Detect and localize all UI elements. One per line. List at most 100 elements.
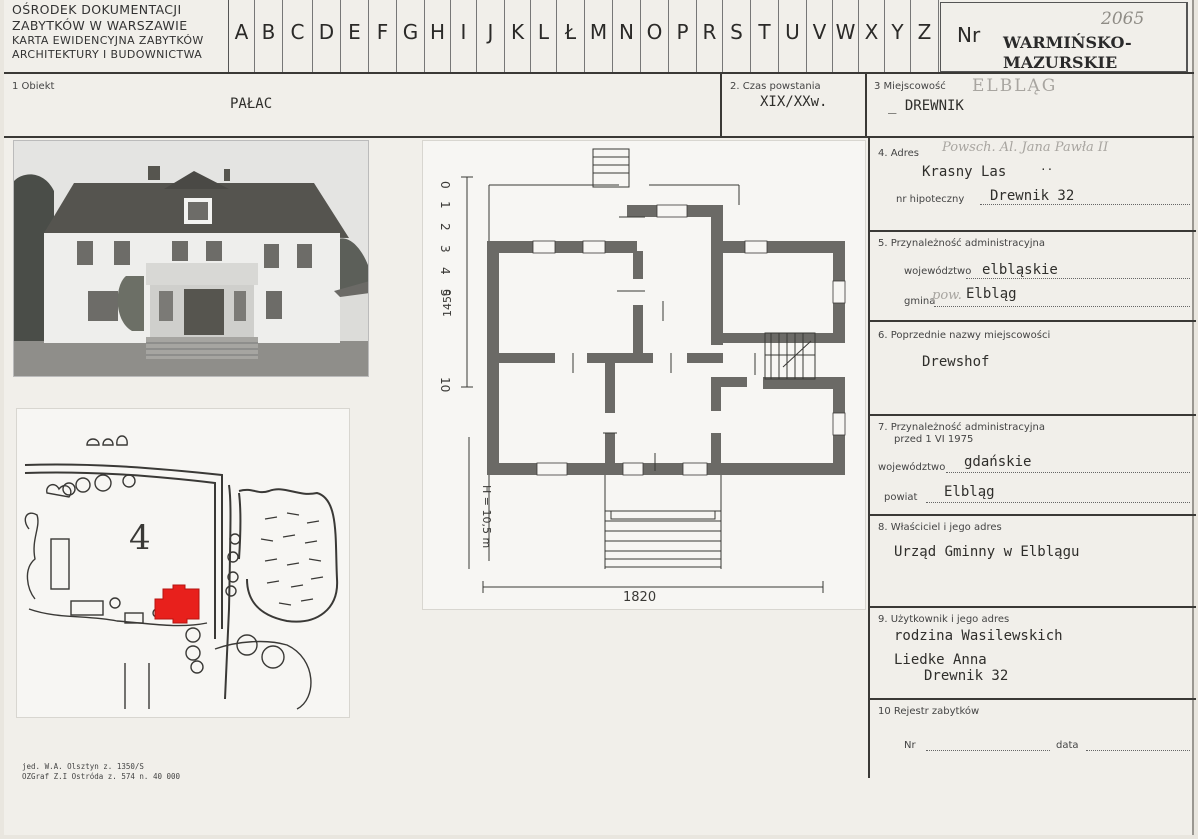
wojewodztwo-1975-label: województwo: [878, 462, 946, 473]
rejestr-label: 10 Rejestr zabytków: [878, 706, 980, 717]
nr-label: Nr: [957, 23, 981, 47]
right-column: 4. Adres Powsch. Al. Jana Pawła II Krasn…: [868, 138, 1196, 778]
letter-index-cell: L: [531, 0, 557, 72]
scale-tick-5: 5: [438, 289, 452, 297]
scale-tick-4: 4: [438, 267, 452, 275]
wlasciciel-value: Urząd Gminny w Elblągu: [894, 544, 1080, 560]
nr-value: 2065: [1101, 9, 1145, 29]
section-adres: 4. Adres Powsch. Al. Jana Pawła II Krasn…: [870, 138, 1196, 232]
poprzednie-label: 6. Poprzednie nazwy miejscowości: [878, 330, 1051, 341]
przynaleznosc-label: 5. Przynależność administracyjna: [878, 238, 1045, 249]
adres-dots: ..: [1040, 160, 1054, 173]
wlasciciel-label: 8. Właściciel i jego adres: [878, 522, 1002, 533]
letter-index-cell: S: [723, 0, 751, 72]
letter-index-cell: G: [397, 0, 425, 72]
powiat-label: powiat: [884, 492, 918, 503]
letter-index-cell: D: [313, 0, 341, 72]
uzytkownik-value-2: Liedke Anna: [894, 652, 987, 668]
adres-value: Krasny Las: [922, 164, 1007, 180]
uzytkownik-value-3: Drewnik 32: [924, 668, 1009, 684]
letter-index-cell: P: [669, 0, 697, 72]
czas-label: 2. Czas powstania: [730, 81, 821, 92]
letter-index-cell: M: [585, 0, 613, 72]
dimension-width: 1820: [623, 590, 656, 605]
voivodeship-line-2: MAZURSKIE: [1003, 53, 1118, 72]
floor-plan-drawing: 0 1 2 3 4 5 10 1450 H = 10,5 m 1820: [438, 148, 846, 605]
obiekt-value: PAŁAC: [230, 96, 273, 112]
dimension-depth: 1450: [441, 289, 454, 317]
scale-tick-10: 10: [438, 377, 452, 392]
letter-index-cell: Z: [911, 0, 939, 72]
dotted-line: [926, 502, 1190, 503]
letter-index-cell: K: [505, 0, 531, 72]
scale-tick-0: 0: [438, 181, 452, 189]
row-object: 1 Obiekt PAŁAC 2. Czas powstania XIX/XXw…: [4, 74, 1194, 138]
letter-index-cell: E: [341, 0, 369, 72]
footer-line-2: OZGraf Z.I Ostróda z. 574 n. 40 000: [22, 772, 181, 781]
section-rejestr: 10 Rejestr zabytków Nr data: [870, 700, 1196, 778]
scale-tick-1: 1: [438, 201, 452, 209]
rejestr-nr-dots: [926, 750, 1050, 751]
letter-index-cell: I: [451, 0, 477, 72]
letter-index-cell: J: [477, 0, 505, 72]
obiekt-label: 1 Obiekt: [12, 81, 55, 92]
section-wlasciciel: 8. Właściciel i jego adres Urząd Gminny …: [870, 516, 1196, 608]
institution-line-4: ARCHITEKTURY I BUDOWNICTWA: [12, 48, 203, 61]
building-photo: [13, 140, 369, 377]
hipoteczny-label: nr hipoteczny: [896, 194, 965, 205]
institution-line-2: ZABYTKÓW W WARSZAWIE: [12, 18, 188, 33]
dotted-line: [934, 306, 1190, 307]
przed-1975-label: przed 1 VI 1975: [894, 434, 974, 445]
height-note: H = 10,5 m: [480, 485, 493, 548]
photo-illustration: [14, 141, 368, 376]
letter-index-cell: Y: [885, 0, 911, 72]
wojewodztwo-1975-value: gdańskie: [964, 454, 1032, 470]
card-header: OŚRODEK DOKUMENTACJI ZABYTKÓW W WARSZAWI…: [4, 0, 1194, 74]
institution-block: OŚRODEK DOKUMENTACJI ZABYTKÓW W WARSZAWI…: [12, 2, 226, 62]
letter-index-cell: N: [613, 0, 641, 72]
rejestr-data-dots: [1086, 750, 1190, 751]
dotted-line: [980, 204, 1190, 205]
section-przynaleznosc: 5. Przynależność administracyjna wojewód…: [870, 232, 1196, 322]
site-map: 4: [16, 408, 350, 718]
print-footer: jed. W.A. Olsztyn z. 1350/S OZGraf Z.I O…: [22, 762, 180, 782]
letter-index-cell: R: [697, 0, 723, 72]
voivodeship-stamp: WARMIŃSKO- MAZURSKIE: [1003, 33, 1132, 73]
divider: [720, 74, 722, 138]
letter-index-cell: W: [833, 0, 859, 72]
scale-tick-3: 3: [438, 245, 452, 253]
divider: [865, 74, 867, 138]
number-box: Nr 2065 WARMIŃSKO- MAZURSKIE: [940, 2, 1188, 72]
uzytkownik-value-1: rodzina Wasilewskich: [894, 628, 1063, 644]
parcel-number: 4: [129, 518, 151, 558]
uzytkownik-label: 9. Użytkownik i jego adres: [878, 614, 1010, 625]
hipoteczny-value: Drewnik 32: [990, 188, 1075, 204]
letter-index-cell: X: [859, 0, 885, 72]
miejscowosc-value: _ DREWNIK: [888, 98, 964, 114]
letter-index-cell: Ł: [557, 0, 585, 72]
czas-value: XIX/XXw.: [760, 94, 828, 110]
footer-line-1: jed. W.A. Olsztyn z. 1350/S: [22, 762, 144, 771]
wojewodztwo-label: województwo: [904, 266, 972, 277]
dotted-line: [966, 278, 1190, 279]
adres-handwritten: Powsch. Al. Jana Pawła II: [942, 140, 1109, 155]
letter-index-cell: C: [283, 0, 313, 72]
section-przynaleznosc-1975: 7. Przynależność administracyjna przed 1…: [870, 416, 1196, 516]
gmina-label: gmina: [904, 296, 936, 307]
adres-label: 4. Adres: [878, 148, 919, 159]
letter-index-cell: A: [229, 0, 255, 72]
site-map-drawing: 4: [24, 435, 339, 710]
scale-tick-2: 2: [438, 223, 452, 231]
wojewodztwo-value: elbląskie: [982, 262, 1058, 278]
letter-index-cell: T: [751, 0, 779, 72]
gmina-value: Elbląg: [966, 286, 1017, 302]
letter-index-cell: V: [807, 0, 833, 72]
institution-line-1: OŚRODEK DOKUMENTACJI: [12, 2, 182, 17]
miejscowosc-handwritten: ELBLĄG: [972, 76, 1058, 96]
poprzednie-value: Drewshof: [922, 354, 990, 370]
institution-line-3: KARTA EWIDENCYJNA ZABYTKÓW: [12, 34, 204, 47]
section-poprzednie: 6. Poprzednie nazwy miejscowości Drewsho…: [870, 322, 1196, 416]
gmina-handwritten: pow.: [932, 288, 962, 303]
miejscowosc-label: 3 Miejscowość: [874, 81, 946, 92]
